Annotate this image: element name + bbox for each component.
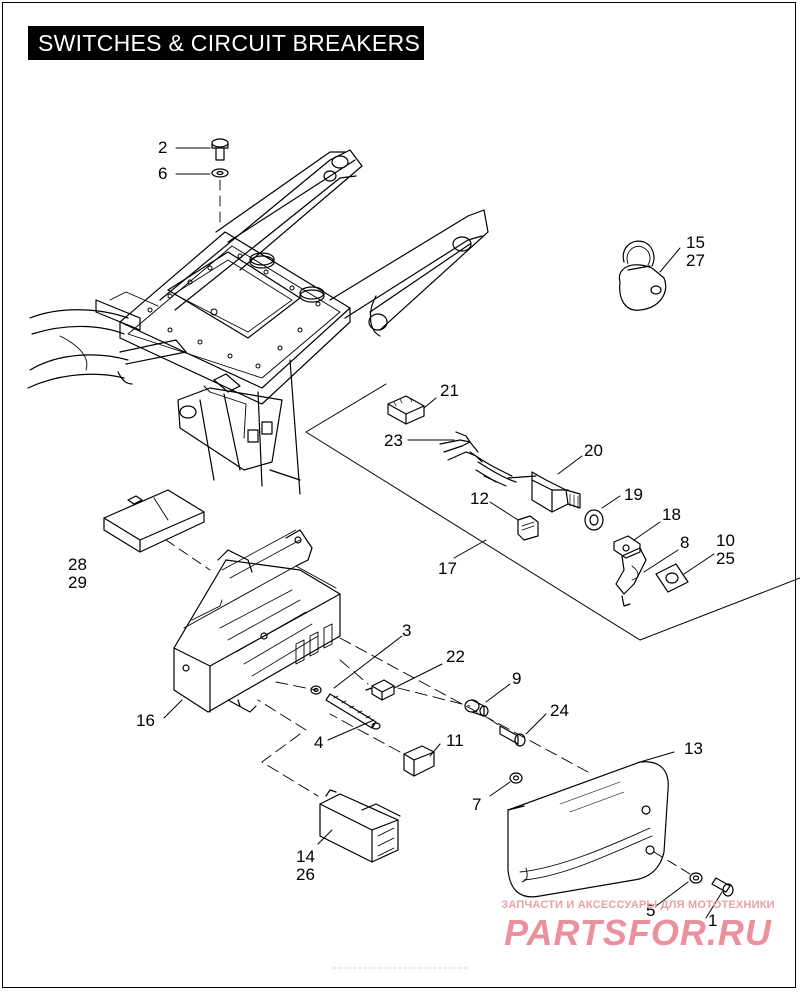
callout-15-27: 15 27 <box>686 233 705 270</box>
part-19-nut <box>584 509 604 531</box>
part-14-26-circuit-breaker <box>319 789 401 863</box>
part-21-connector <box>387 395 425 425</box>
callout-12: 12 <box>470 489 489 508</box>
part-24-pin <box>499 725 526 747</box>
callout-23: 23 <box>384 431 403 450</box>
callout-21: 21 <box>440 381 459 400</box>
callout-4: 4 <box>314 733 324 752</box>
motorcycle-frame <box>27 149 489 495</box>
part-5-washer <box>689 872 703 884</box>
callout-7: 7 <box>472 795 482 814</box>
callout-leaders <box>163 147 723 919</box>
callout-10-25: 10 25 <box>716 531 735 568</box>
watermark-logo-text: PARTSFOR.RU <box>504 912 772 953</box>
callout-9: 9 <box>512 669 522 688</box>
callout-6: 6 <box>158 164 168 183</box>
callout-17: 17 <box>438 559 457 578</box>
callout-5: 5 <box>646 901 656 920</box>
part-15-27-tag <box>618 240 667 311</box>
callout-11: 11 <box>446 731 464 750</box>
part-1-screw <box>711 877 734 897</box>
part-11-relay <box>403 745 435 777</box>
part-22-fuse <box>365 679 395 701</box>
callout-1: 1 <box>708 911 718 930</box>
part-28-29-cover <box>103 489 205 553</box>
part-18-bracket <box>613 535 641 559</box>
callout-19: 19 <box>624 485 643 504</box>
part-23-terminals <box>439 431 483 463</box>
callout-18: 18 <box>662 505 681 524</box>
sub-assembly-17-outline <box>305 383 800 641</box>
part-8-clamp <box>615 547 647 607</box>
callout-20: 20 <box>584 441 603 460</box>
part-9-grommet <box>464 699 489 717</box>
part-16-circuit-breaker-bracket <box>173 529 341 713</box>
part-7-grommet <box>509 772 523 784</box>
callout-14-26: 14 26 <box>296 847 315 884</box>
callout-16: 16 <box>136 711 155 730</box>
callout-24: 24 <box>550 701 569 720</box>
callout-13: 13 <box>684 739 703 758</box>
watermark-tagline: ЗАПЧАСТИ И АКСЕССУАРЫ ДЛЯ МОТОТЕХНИКИ <box>501 899 775 911</box>
part-20-sensor-switch <box>469 451 581 513</box>
washer-6 <box>211 168 229 178</box>
callout-28-29: 28 29 <box>68 555 87 592</box>
screw-2 <box>211 138 229 161</box>
callout-2: 2 <box>158 138 168 157</box>
part-4-screw <box>325 693 381 730</box>
part-13-side-cover <box>507 761 669 898</box>
callout-22: 22 <box>446 647 465 666</box>
part-10-25-pad <box>655 563 689 593</box>
callout-3: 3 <box>402 621 412 640</box>
part-12-clip <box>517 515 539 541</box>
callout-8: 8 <box>680 533 690 552</box>
page-title: SWITCHES & CIRCUIT BREAKERS <box>28 26 424 60</box>
